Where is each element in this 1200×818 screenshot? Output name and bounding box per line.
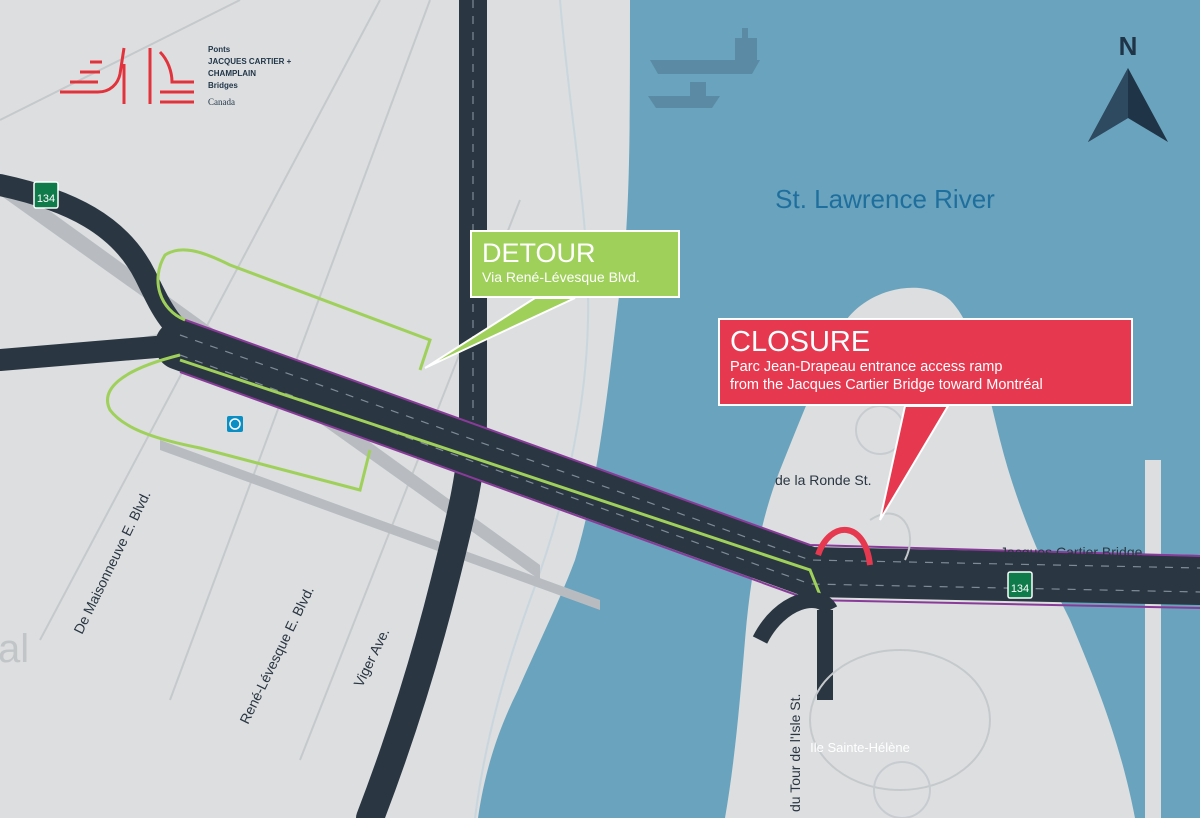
river-label: St. Lawrence River xyxy=(775,184,995,214)
highway-shield-right: 134 xyxy=(1007,571,1033,599)
logo-mark-icon xyxy=(60,47,194,104)
label-de-la-ronde: de la Ronde St. xyxy=(775,472,872,488)
label-ile-sainte-helene: Ile Sainte-Hélène xyxy=(810,740,910,755)
maisonneuve-corridor xyxy=(160,440,600,610)
island-roads xyxy=(752,592,838,700)
label-jacques-cartier-bridge: Jacques Cartier Bridge xyxy=(1000,544,1143,560)
logo-line4: Bridges xyxy=(208,81,238,90)
closure-callout: CLOSURE Parc Jean-Drapeau entrance acces… xyxy=(718,318,1133,406)
north-label: N xyxy=(1119,31,1138,61)
detour-subtitle: Via René-Lévesque Blvd. xyxy=(482,269,640,285)
closure-title: CLOSURE xyxy=(730,326,871,358)
island-streets xyxy=(809,512,991,791)
shield-number-right: 134 xyxy=(1011,583,1029,595)
highway-shield-left: 134 xyxy=(33,181,59,209)
biosphere-dome-icon xyxy=(873,761,931,818)
pier-strip xyxy=(1145,460,1161,818)
boat-icons xyxy=(648,28,760,108)
lane-markings xyxy=(179,0,1200,593)
closed-ramp xyxy=(815,526,873,566)
canada-wordmark: Canada xyxy=(208,97,235,107)
logo-line1: Ponts xyxy=(208,45,231,54)
closure-pointer xyxy=(879,405,950,521)
detour-title: DETOUR xyxy=(482,238,596,268)
metro-icon xyxy=(227,416,243,432)
closure-line1: Parc Jean-Drapeau entrance access ramp xyxy=(730,359,1003,375)
label-tour-de-lisle: du Tour de l'Isle St. xyxy=(787,694,803,812)
logo: Ponts JACQUES CARTIER + CHAMPLAIN Bridge… xyxy=(60,45,292,107)
closure-line2: from the Jacques Cartier Bridge toward M… xyxy=(730,377,1043,393)
logo-line3: CHAMPLAIN xyxy=(208,69,256,78)
label-city-fragment: al xyxy=(0,627,29,671)
detour-callout: DETOUR Via René-Lévesque Blvd. xyxy=(470,230,680,298)
logo-line2: JACQUES CARTIER + xyxy=(208,57,292,66)
shield-number-left: 134 xyxy=(37,193,55,205)
riverbank-line xyxy=(474,0,590,818)
detour-pointer xyxy=(424,297,576,369)
north-arrow: N xyxy=(1088,31,1168,142)
